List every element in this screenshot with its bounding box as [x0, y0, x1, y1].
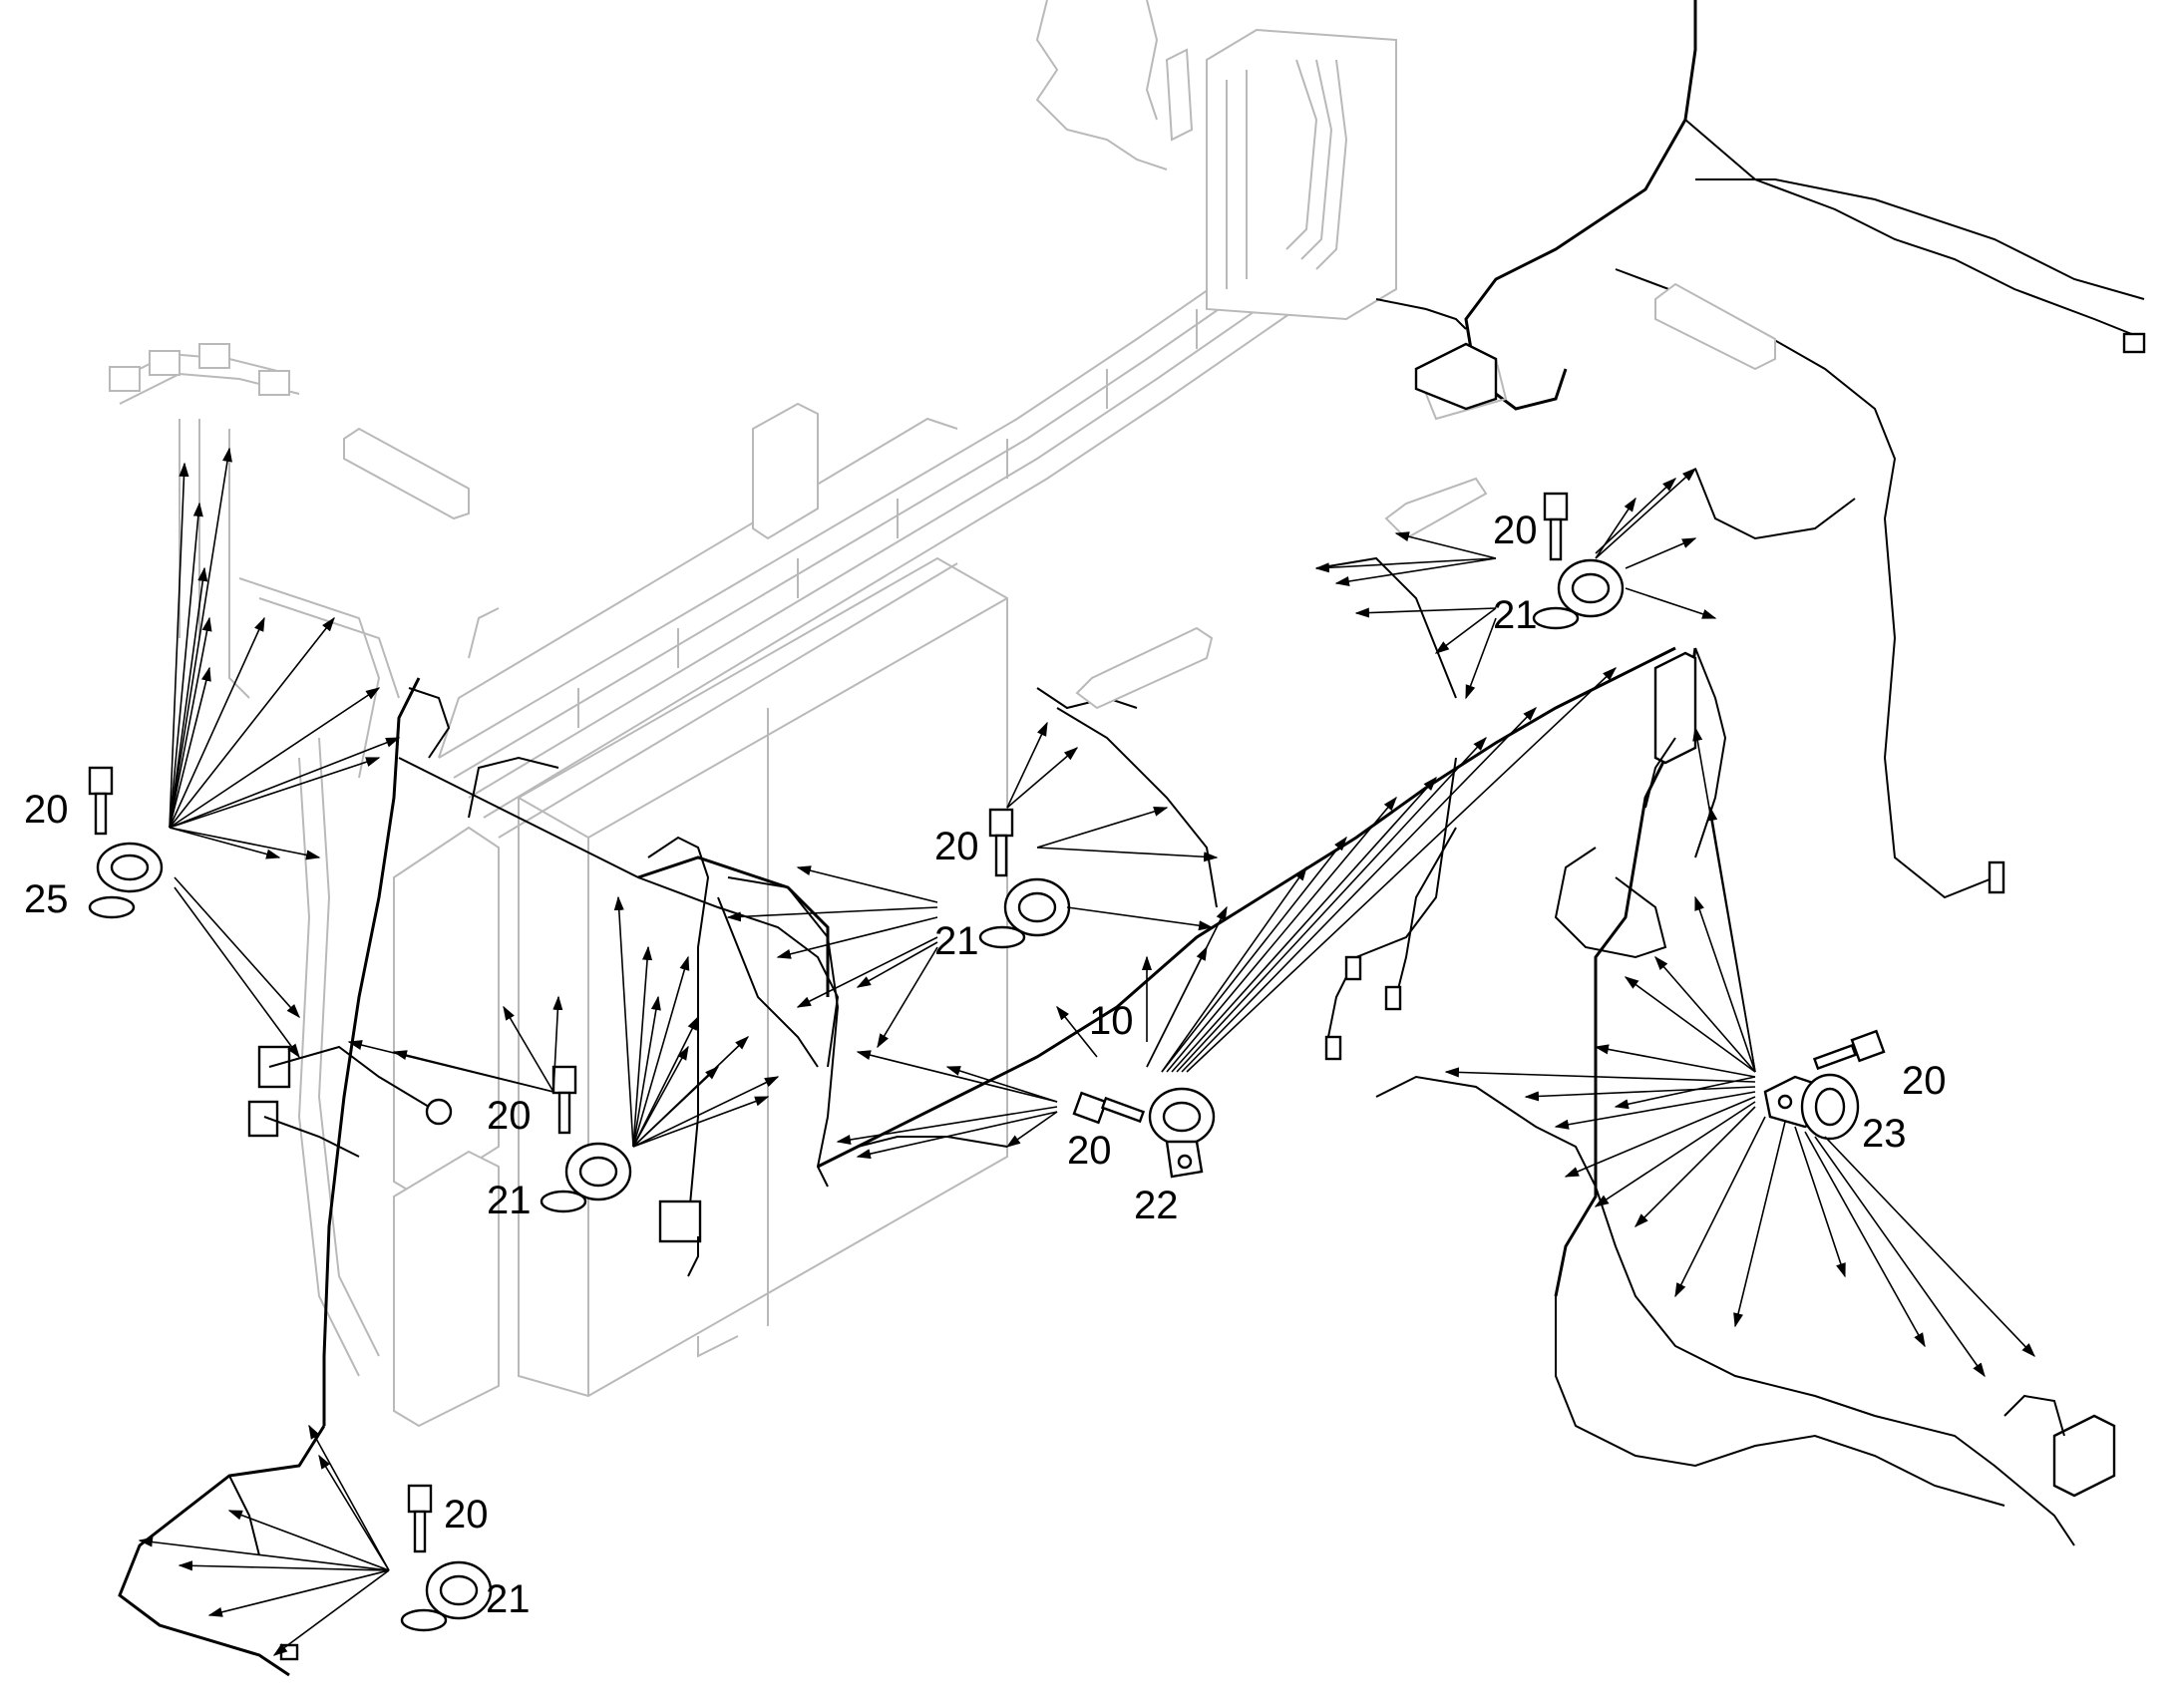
callout-10-center: 10	[1089, 999, 1134, 1043]
clamp-21-upper-right	[1532, 558, 1625, 630]
parts	[88, 492, 1886, 1632]
connector-top-right	[2122, 332, 2146, 354]
callout-20-right: 20	[1902, 1059, 1947, 1103]
callout-25-left: 25	[24, 877, 69, 921]
leaders-left-group	[169, 447, 401, 1059]
clamp-22-center	[1148, 1087, 1216, 1179]
clamp-21-center-lower	[540, 1142, 632, 1213]
connector-left-a	[257, 1045, 291, 1089]
leaders-center-group	[836, 667, 1618, 1160]
callout-20-left: 20	[24, 788, 69, 832]
connector-left-round	[425, 1098, 453, 1126]
callout-21-center-lower: 21	[487, 1179, 532, 1222]
callout-22-center: 22	[1134, 1184, 1179, 1227]
bolt-20-bottom	[407, 1484, 433, 1553]
callout-21-upper-right: 21	[1493, 593, 1538, 637]
clamp-25-left	[88, 842, 164, 919]
connector-right-bottom	[2052, 1414, 2116, 1498]
duct-bracket	[752, 402, 819, 540]
leaders-upper-right-group	[1314, 468, 1717, 700]
callouts: 20 25 20 21 20 21 20 21 20 21 10 20 22 2…	[24, 509, 1947, 1621]
connector-left-b	[247, 1100, 279, 1138]
clamp-21-bottom	[400, 1560, 493, 1632]
bolt-20-right	[1812, 1029, 1886, 1071]
bulkhead-wiring	[1035, 0, 1168, 171]
clamp-23-right	[1763, 1073, 1860, 1141]
callout-20-center-bolt: 20	[1067, 1129, 1112, 1173]
harness-upper-right-main	[1464, 0, 1697, 411]
cabinet-panel-upper	[393, 826, 500, 1198]
leader-lines	[138, 447, 2035, 1656]
light-bar-center	[1075, 626, 1214, 710]
junction-box	[658, 1199, 702, 1243]
left-harness-bundle	[109, 343, 400, 1377]
callout-23-right: 23	[1862, 1112, 1907, 1156]
bolt-20-center-lower	[551, 1065, 577, 1135]
callout-21-bottom: 21	[486, 1577, 531, 1621]
light-bar-right	[1654, 282, 1776, 371]
light-bar-left	[343, 427, 470, 520]
duct-rail	[438, 248, 1268, 759]
bolt-20-upper-right	[1543, 492, 1569, 561]
leaders-right-group	[1444, 726, 2035, 1378]
bolt-20-center-upper	[988, 808, 1014, 877]
bracket-top-right	[1414, 342, 1498, 411]
leaders-center-lower-group	[347, 895, 780, 1148]
harness-bottom-loop	[118, 1425, 326, 1677]
callout-20-bottom: 20	[444, 1493, 489, 1537]
harness-wires	[118, 0, 2146, 1677]
cabinet-body	[518, 556, 1008, 1398]
connector-right-end	[1988, 860, 2005, 894]
leaders-bottom-group	[138, 1424, 390, 1656]
bolt-20-center	[1072, 1091, 1146, 1125]
cabinet-panel-lower	[393, 1150, 500, 1428]
bolt-20-left	[88, 766, 114, 836]
callout-21-center-upper: 21	[934, 919, 979, 963]
harness-center-diagonal	[817, 646, 1676, 1169]
duct-clamps	[577, 309, 1198, 728]
callout-20-upper-right: 20	[1493, 509, 1538, 552]
ghost-structure	[109, 0, 1397, 1428]
callout-20-center-upper: 20	[934, 825, 979, 868]
callout-20-center-lower: 20	[487, 1094, 532, 1138]
leaders-center-upper-group	[726, 721, 1219, 1049]
bracket-right-center	[1653, 651, 1697, 765]
